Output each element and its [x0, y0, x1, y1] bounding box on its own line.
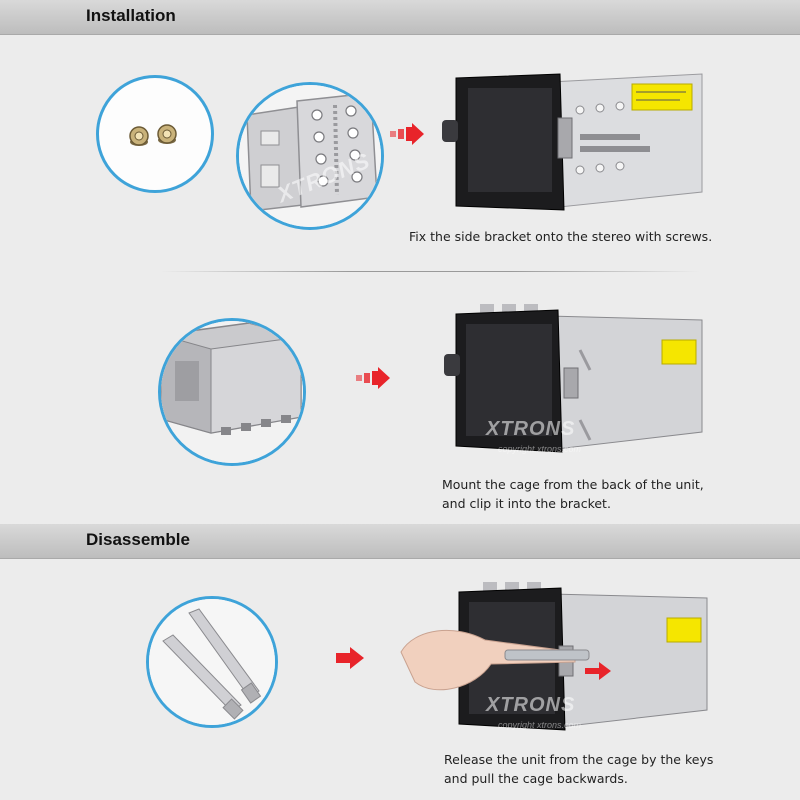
screws-icon [129, 124, 177, 146]
screws-circle [96, 75, 214, 193]
bracket-circle: XTRONS [236, 82, 384, 230]
step-3-caption: Release the unit from the cage by the ke… [444, 750, 713, 788]
section-title: Installation [86, 6, 176, 25]
stereo-release-photo [400, 582, 708, 731]
side-bracket-icon [239, 85, 381, 227]
step-2-caption-line-2: and clip it into the bracket. [442, 496, 611, 511]
step-2-caption-line-1: Mount the cage from the back of the unit… [442, 477, 704, 492]
mounting-cage-icon [161, 321, 303, 463]
watermark-note: copyright xtrons.com [498, 444, 582, 454]
step-1-caption: Fix the side bracket onto the stereo wit… [409, 229, 713, 244]
keys-circle [146, 596, 278, 728]
cage-circle [158, 318, 306, 466]
step-2-caption: Mount the cage from the back of the unit… [442, 475, 704, 513]
stereo-in-cage-photo [444, 304, 703, 453]
release-keys-icon [149, 599, 275, 725]
stereo-with-bracket-photo [442, 73, 703, 211]
step-3-caption-line-1: Release the unit from the cage by the ke… [444, 752, 714, 767]
section-header-installation: Installation [0, 0, 800, 35]
arrow-right-icon [336, 647, 364, 669]
arrow-right-icon [390, 123, 424, 145]
step-divider [160, 271, 700, 272]
section-title: Disassemble [86, 530, 190, 549]
watermark-note: copyright xtrons.com [498, 720, 582, 730]
arrow-right-icon [356, 367, 390, 389]
section-header-disassemble: Disassemble [0, 524, 800, 559]
step-3-caption-line-2: and pull the cage backwards. [444, 771, 628, 786]
watermark-brand: XTRONS [486, 694, 576, 716]
watermark-brand: XTRONS [486, 418, 576, 440]
